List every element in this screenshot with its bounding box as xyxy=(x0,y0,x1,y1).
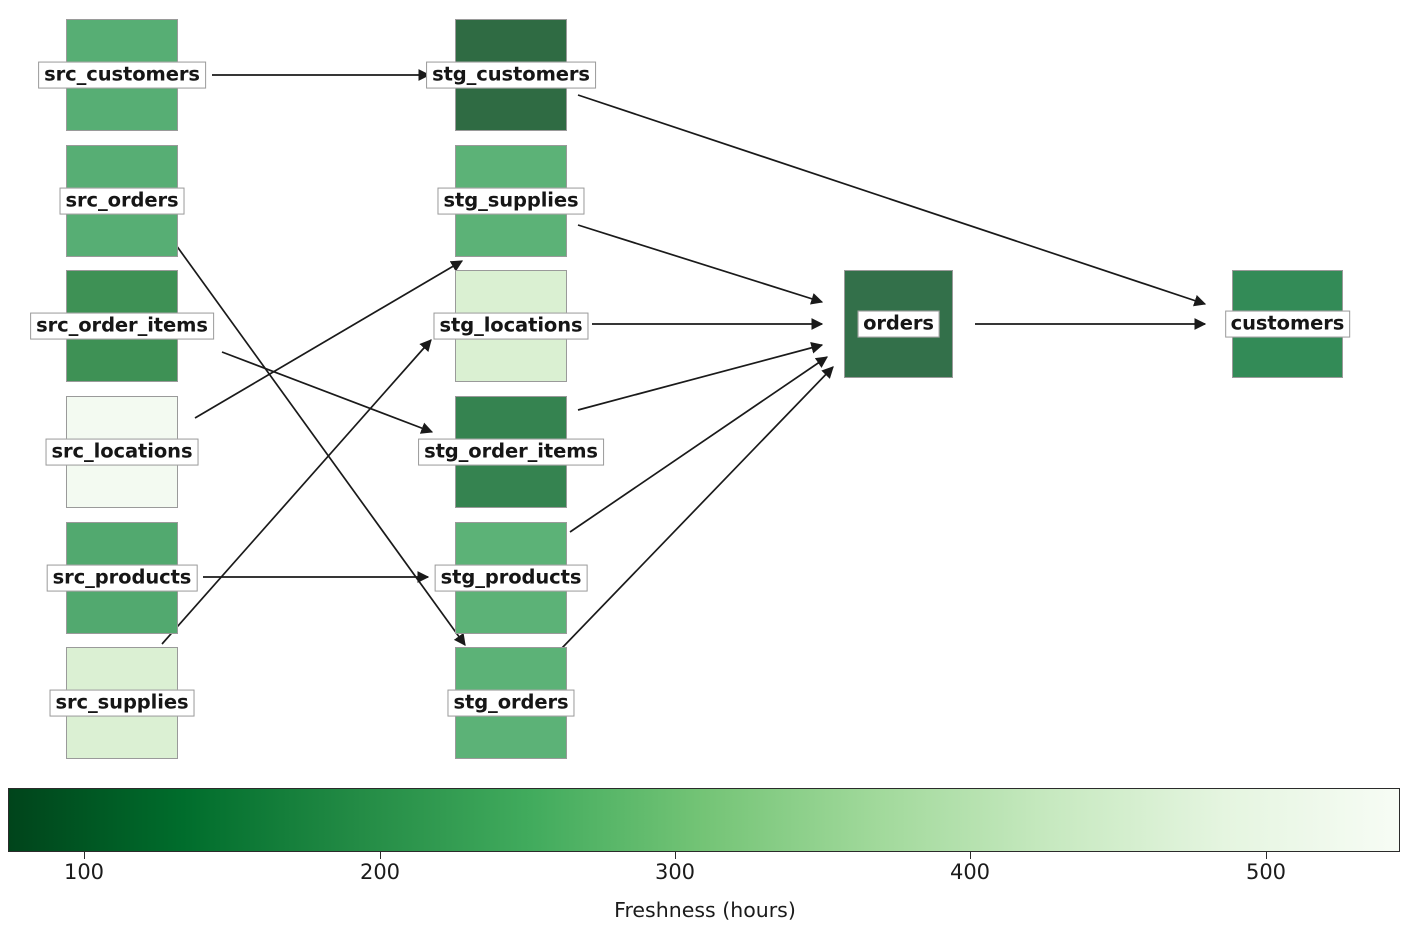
edge-src_orders-to-stg_orders xyxy=(175,244,466,646)
node-label-stg_supplies: stg_supplies xyxy=(437,187,585,215)
edges xyxy=(161,69,1207,649)
colorbar-tick-label-400: 400 xyxy=(949,860,991,884)
edge-src_supplies-to-stg_order_items xyxy=(161,339,432,645)
edge-stg_products-to-orders xyxy=(569,356,828,533)
colorbar-tick-mark-300 xyxy=(675,852,676,859)
colorbar-tick-label-200: 200 xyxy=(359,860,401,884)
edge-stg_order_items-to-orders xyxy=(577,342,824,411)
edge-stg_orders-to-orders xyxy=(561,366,834,649)
colorbar-gradient xyxy=(8,788,1400,852)
colorbar-tick-mark-100 xyxy=(84,852,85,859)
colorbar-tick-label-100: 100 xyxy=(63,860,105,884)
edge-layer xyxy=(161,69,1207,649)
colorbar-region: 100 200 300 400 500 Freshness (hours) xyxy=(0,780,1410,926)
edge-src_order_items-to-stg_order_items xyxy=(221,351,434,434)
node-label-stg_orders: stg_orders xyxy=(447,689,575,717)
colorbar-axis-label: Freshness (hours) xyxy=(614,898,796,922)
node-label-src_supplies: src_supplies xyxy=(49,689,195,717)
colorbar-tick-mark-400 xyxy=(970,852,971,859)
node-label-customers: customers xyxy=(1224,310,1351,338)
node-label-stg_customers: stg_customers xyxy=(426,61,596,89)
node-label-stg_products: stg_products xyxy=(434,564,588,592)
node-label-stg_locations: stg_locations xyxy=(433,312,589,340)
node-label-stg_order_items: stg_order_items xyxy=(418,438,604,466)
colorbar-tick-label-300: 300 xyxy=(654,860,696,884)
edge-src_locations-to-stg_locations xyxy=(194,260,464,419)
node-label-src_products: src_products xyxy=(46,564,198,592)
colorbar-tick-mark-200 xyxy=(380,852,381,859)
edge-stg_customers-to-customers xyxy=(577,94,1207,307)
colorbar-tick-mark-500 xyxy=(1266,852,1267,859)
node-label-src_orders: src_orders xyxy=(59,187,185,215)
colorbar-ticks: 100 200 300 400 500 xyxy=(0,852,1410,902)
node-label-orders: orders xyxy=(857,310,940,338)
colorbar-tick-label-500: 500 xyxy=(1245,860,1287,884)
node-label-src_customers: src_customers xyxy=(38,61,206,89)
edge-stg_supplies-to-orders xyxy=(577,224,824,305)
node-label-src_order_items: src_order_items xyxy=(30,312,214,340)
node-label-src_locations: src_locations xyxy=(45,438,199,466)
